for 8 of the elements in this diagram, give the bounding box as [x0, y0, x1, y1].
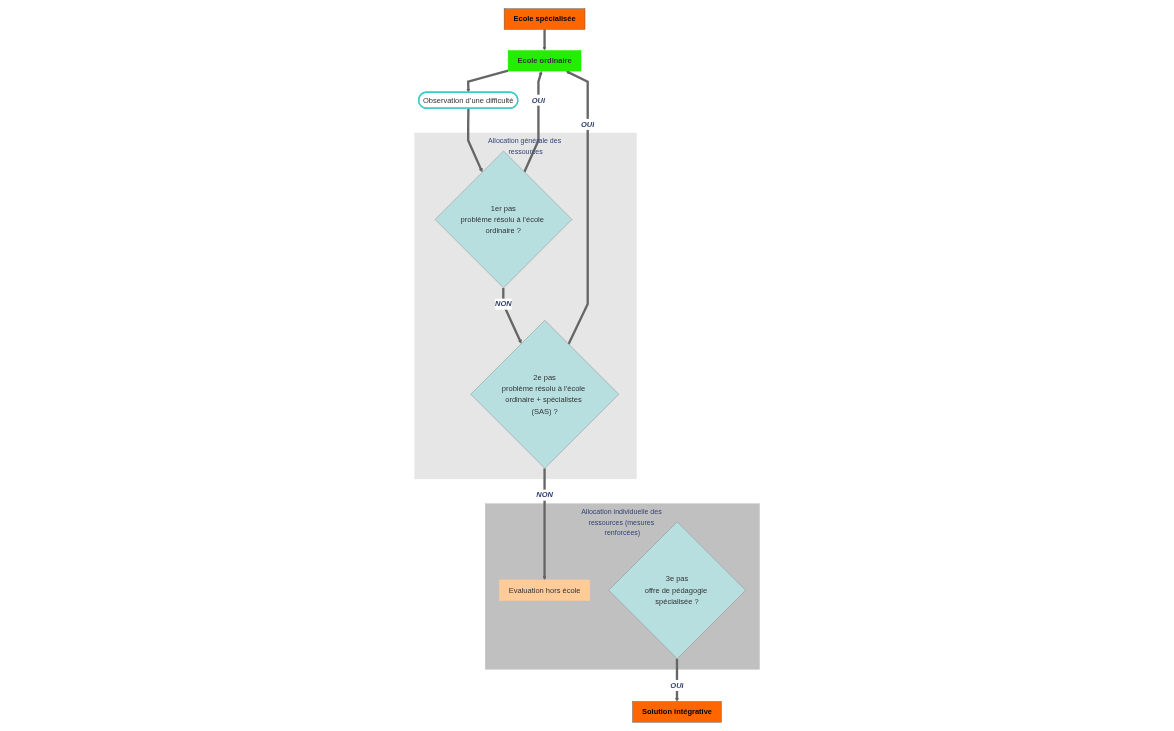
arrow: [674, 658, 679, 702]
arrow: [542, 468, 547, 581]
arrow: [466, 69, 509, 93]
arrow: [565, 70, 589, 345]
arrow: [466, 108, 483, 173]
arrow: [523, 70, 543, 173]
arrow: [502, 287, 522, 344]
arrow: [542, 29, 547, 51]
